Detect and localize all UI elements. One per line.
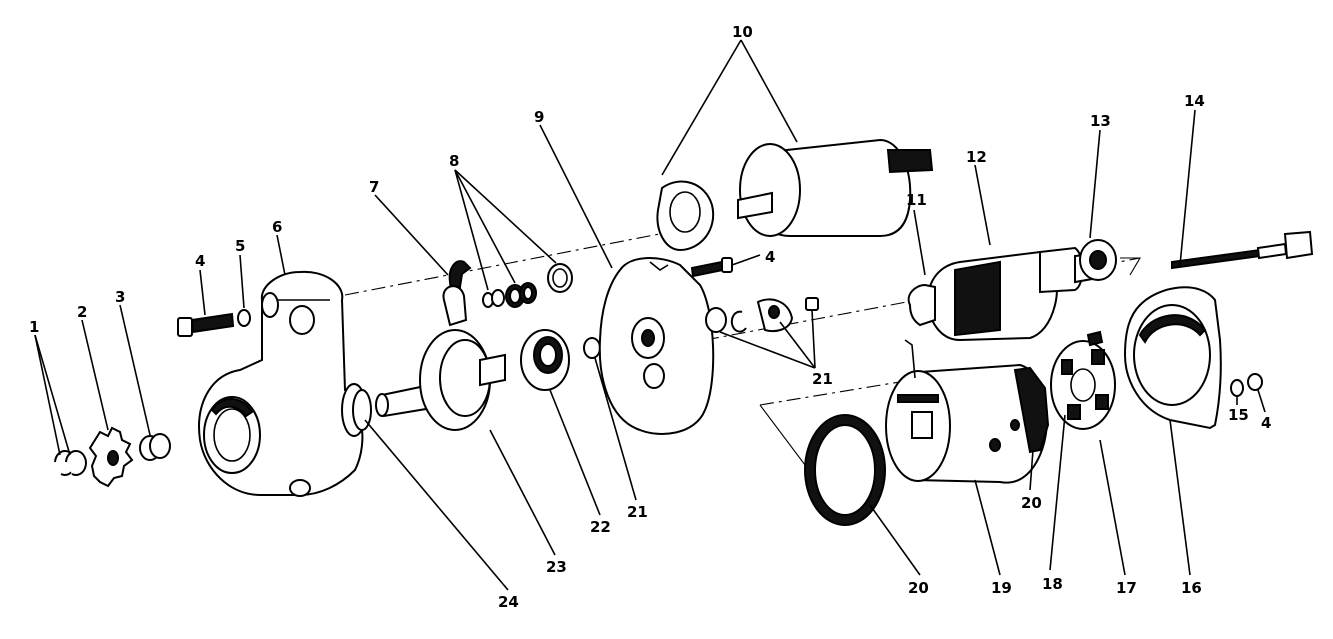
part-drive-end-housing [198,270,372,497]
label-20-lower: 20 [908,579,929,597]
part-seal-ring [804,414,886,526]
part-washer-small [583,337,601,359]
part-intermediate-shaft [375,329,506,431]
label-24: 24 [498,593,519,611]
part-commutator-end-housing [1123,286,1222,430]
part-yoke [885,339,1050,484]
label-18: 18 [1042,575,1063,593]
label-21-right: 21 [812,370,833,388]
label-5: 5 [235,237,245,255]
label-4-right: 4 [1261,414,1271,432]
label-21-left: 21 [627,503,648,521]
label-6: 6 [272,218,282,236]
label-4-left: 4 [195,252,205,270]
label-11: 11 [906,191,927,209]
part-overrunning-clutch [520,329,570,391]
part-bearing [1079,239,1117,281]
label-7: 7 [369,178,379,196]
part-spring-set [482,263,573,308]
part-spring [139,433,171,461]
label-3: 3 [115,288,125,306]
part-through-bolt [1171,230,1314,270]
part-brush-holder [1050,330,1116,430]
part-solenoid [656,138,934,252]
part-bolt-left [177,312,235,337]
label-8: 8 [449,152,459,170]
label-9: 9 [534,108,544,126]
label-10: 10 [732,23,753,41]
label-12: 12 [966,148,987,166]
part-washer-right [1230,379,1244,397]
leader-lines [34,39,1266,591]
label-19: 19 [991,579,1012,597]
label-1: 1 [29,318,39,336]
label-16: 16 [1181,579,1202,597]
label-22: 22 [590,518,611,536]
label-14: 14 [1184,92,1205,110]
part-lever [442,260,472,327]
label-23: 23 [546,558,567,576]
label-17: 17 [1116,579,1137,597]
part-labels: 1 2 3 4 5 6 7 8 9 10 4 11 12 13 14 21 15… [29,23,1271,611]
part-bolt-middle [690,257,733,278]
label-13: 13 [1090,112,1111,130]
part-fastener-group [705,297,819,333]
part-intermediate-bearing-plate [598,257,715,435]
part-armature [907,246,1099,342]
label-20-upper: 20 [1021,494,1042,512]
label-15: 15 [1228,406,1249,424]
label-4-middle: 4 [765,248,775,266]
label-2: 2 [77,303,87,321]
part-screw-right [1247,373,1263,391]
part-circlips [54,450,87,476]
part-washer [237,309,251,327]
part-pinion [88,426,134,488]
